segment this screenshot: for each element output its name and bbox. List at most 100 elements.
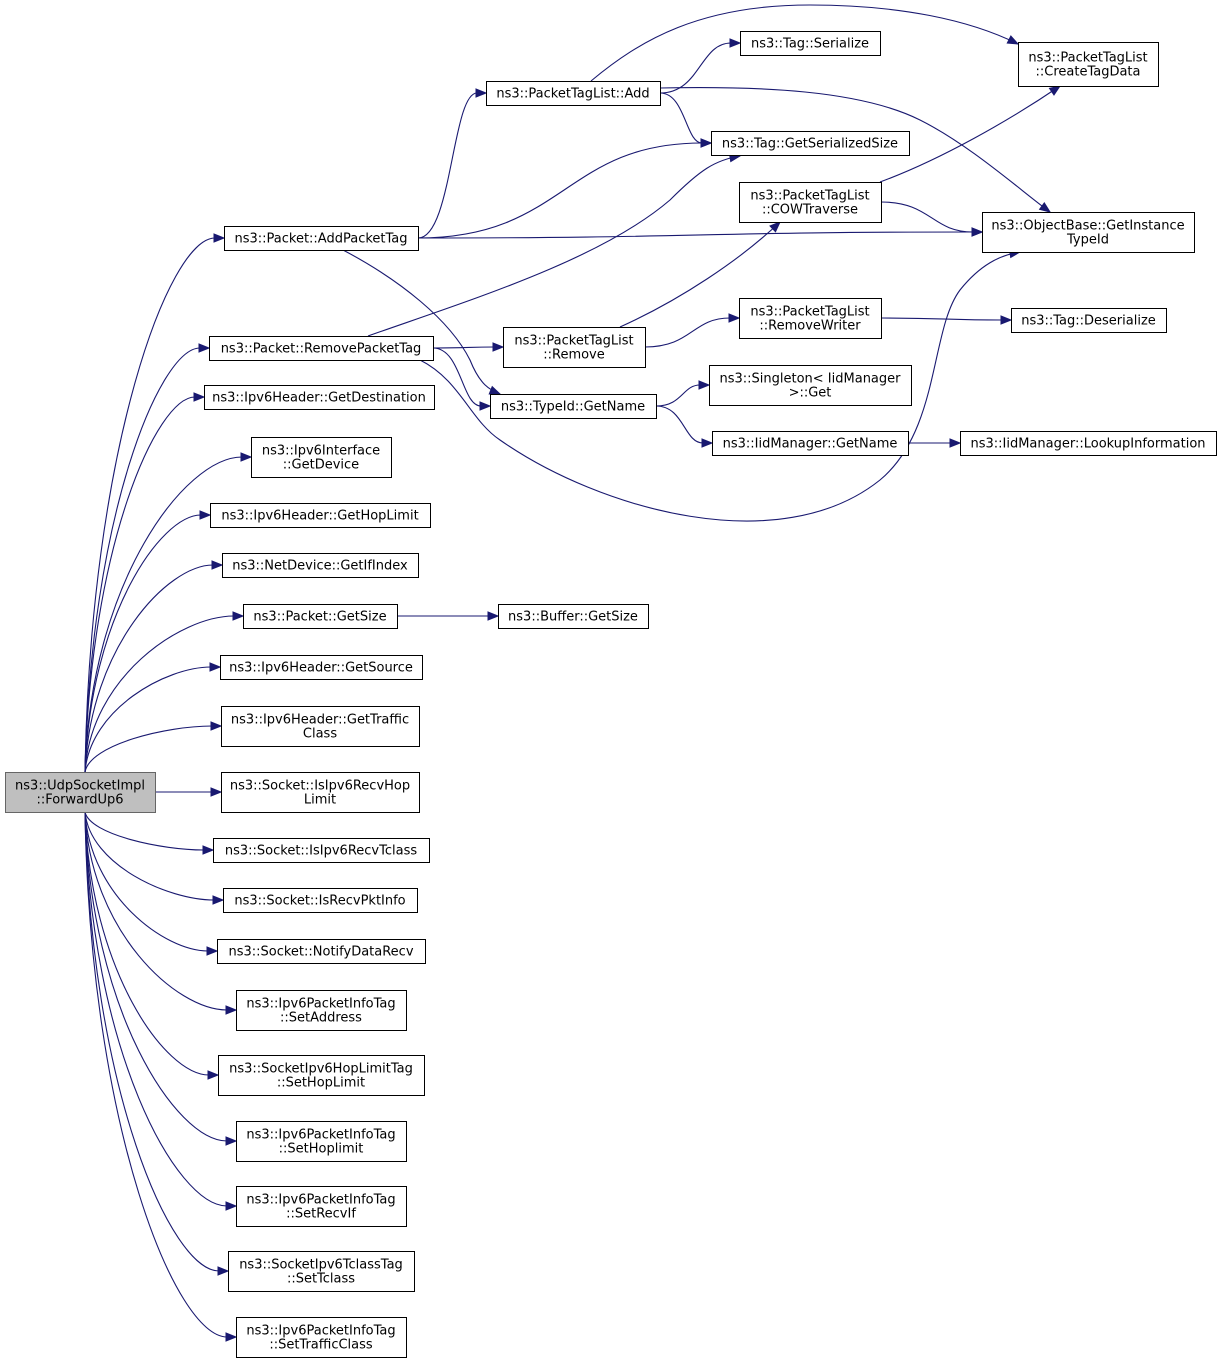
node-iidname[interactable]: ns3::IidManager::GetName (712, 431, 909, 456)
edge-arrowhead (949, 438, 962, 448)
node-label: ns3::Socket::NotifyDataRecv (228, 945, 413, 960)
edge-add-to-objbase (659, 87, 1051, 213)
node-setrecvif[interactable]: ns3::Ipv6PacketInfoTag::SetRecvIf (236, 1186, 407, 1227)
edge-arrowhead (488, 385, 502, 395)
edge-arrowhead (698, 380, 711, 390)
node-box (224, 226, 419, 251)
edge-arrowhead (207, 1070, 220, 1080)
edge-arrowhead (210, 787, 223, 797)
edge-add-to-createtag (590, 4, 1019, 82)
node-box (228, 1251, 415, 1292)
node-root[interactable]: ns3::UdpSocketImpl::ForwardUp6 (5, 772, 156, 813)
node-label: ns3::ObjectBase::GetInstance (991, 219, 1184, 234)
nodes-layer: ns3::UdpSocketImpl::ForwardUp6 ns3::Packe… (5, 31, 1217, 1358)
edge-arrowhead (193, 392, 206, 402)
edge-arrowhead (225, 1005, 238, 1015)
node-singleton[interactable]: ns3::Singleton< IidManager>::Get (709, 365, 912, 406)
node-getsersize[interactable]: ns3::Tag::GetSerializedSize (711, 131, 910, 156)
edge-typeidname-to-iidname (655, 405, 704, 444)
node-label: ns3::Ipv6PacketInfoTag (246, 1128, 395, 1143)
edge-removewriter-to-deser (880, 317, 1003, 321)
node-getifindex[interactable]: ns3::NetDevice::GetIfIndex (222, 553, 419, 578)
node-label: ns3::Ipv6Header::GetSource (229, 661, 413, 676)
edge-root-to-addtag (84, 237, 216, 773)
edge-root-to-isrecvtclass (84, 811, 205, 851)
edge-root-to-notify (84, 811, 209, 952)
node-isrecvpkt[interactable]: ns3::Socket::IsRecvPktInfo (223, 888, 418, 913)
node-box (204, 385, 435, 410)
node-add[interactable]: ns3::PacketTagList::Add (486, 81, 661, 106)
node-getdevice[interactable]: ns3::Ipv6Interface::GetDevice (251, 437, 392, 478)
node-deser[interactable]: ns3::Tag::Deserialize (1011, 308, 1167, 333)
node-getsource[interactable]: ns3::Ipv6Header::GetSource (220, 655, 423, 680)
edge-arrowhead (700, 138, 713, 148)
edge-arrowhead (1038, 201, 1052, 213)
node-removewriter[interactable]: ns3::PacketTagList::RemoveWriter (739, 298, 882, 339)
edge-arrowhead (212, 895, 225, 905)
node-tagser[interactable]: ns3::Tag::Serialize (740, 31, 881, 56)
node-label: ::ForwardUp6 (36, 793, 123, 808)
edge-root-to-settclass (84, 811, 220, 1272)
node-typeidname[interactable]: ns3::TypeId::GetName (490, 394, 657, 419)
edge-arrowhead (213, 233, 226, 243)
edge-root-to-getsize (84, 615, 235, 773)
node-label: ns3::Socket::IsRecvPktInfo (234, 894, 405, 909)
node-settraffic[interactable]: ns3::Ipv6PacketInfoTag::SetTrafficClass (236, 1317, 407, 1358)
node-label: ns3::Ipv6Header::GetTraffic (231, 713, 409, 728)
edge-removetag-to-typeidname (432, 347, 482, 407)
node-label: ::RemoveWriter (759, 319, 861, 334)
node-createtag[interactable]: ns3::PacketTagList::CreateTagData (1018, 42, 1159, 87)
node-box (490, 394, 657, 419)
edge-arrowhead (1000, 315, 1013, 325)
node-label: ns3::UdpSocketImpl (15, 779, 145, 794)
node-removetag[interactable]: ns3::Packet::RemovePacketTag (209, 336, 434, 361)
node-label: ns3::Tag::GetSerializedSize (722, 137, 898, 152)
node-box (960, 431, 1217, 456)
edge-root-to-sethoplimit (84, 811, 210, 1076)
edge-typeidname-to-singleton (655, 384, 701, 407)
node-bufsize[interactable]: ns3::Buffer::GetSize (498, 604, 649, 629)
node-label: ::GetDevice (283, 458, 359, 473)
edge-ptlremove-to-cow (619, 221, 781, 328)
node-ptlremove[interactable]: ns3::PacketTagList::Remove (503, 327, 646, 368)
edge-removetag-to-getsersize (367, 155, 741, 337)
node-getsize[interactable]: ns3::Packet::GetSize (243, 604, 398, 629)
node-notify[interactable]: ns3::Socket::NotifyDataRecv (217, 939, 426, 964)
node-label: ns3::Ipv6PacketInfoTag (246, 997, 395, 1012)
node-label: ns3::PacketTagList (1028, 51, 1147, 66)
edge-addtag-to-getsersize (417, 142, 703, 239)
edge-root-to-removetag (84, 347, 201, 773)
node-sethoplimit2[interactable]: ns3::Ipv6PacketInfoTag::SetHoplimit (236, 1121, 407, 1162)
edge-arrowhead (225, 1136, 238, 1146)
node-label: ns3::PacketTagList (750, 305, 869, 320)
node-lookup[interactable]: ns3::IidManager::LookupInformation (960, 431, 1217, 456)
node-setaddress[interactable]: ns3::Ipv6PacketInfoTag::SetAddress (236, 990, 407, 1031)
node-gethop[interactable]: ns3::Ipv6Header::GetHopLimit (210, 503, 431, 528)
edge-arrowhead (487, 611, 500, 621)
node-label: ::SetHopLimit (277, 1076, 365, 1091)
edge-addtag-to-add (417, 92, 478, 239)
node-addtag[interactable]: ns3::Packet::AddPacketTag (224, 226, 419, 251)
node-isrecvtclass[interactable]: ns3::Socket::IsIpv6RecvTclass (213, 838, 430, 863)
node-box (251, 437, 392, 478)
edge-root-to-gettraffic (84, 725, 213, 773)
node-label: ns3::IidManager::LookupInformation (970, 437, 1205, 452)
edge-arrowhead (202, 845, 215, 855)
node-box (220, 655, 423, 680)
node-label: ::SetHoplimit (279, 1142, 364, 1157)
node-cow[interactable]: ns3::PacketTagList::COWTraverse (739, 182, 882, 223)
node-sethoplimit[interactable]: ns3::SocketIpv6HopLimitTag::SetHopLimit (218, 1055, 425, 1096)
edge-arrowhead (206, 946, 219, 956)
edge-arrowhead (198, 343, 211, 353)
node-getdest[interactable]: ns3::Ipv6Header::GetDestination (204, 385, 435, 410)
node-label: TypeId (1066, 233, 1109, 248)
edge-arrowhead (769, 221, 781, 233)
node-label: >::Get (789, 386, 832, 401)
node-label: ::SetTrafficClass (269, 1338, 373, 1353)
node-label: ::CreateTagData (1035, 65, 1140, 80)
edge-addtag-to-typeidname (342, 249, 501, 395)
node-settclass[interactable]: ns3::SocketIpv6TclassTag::SetTclass (228, 1251, 415, 1292)
